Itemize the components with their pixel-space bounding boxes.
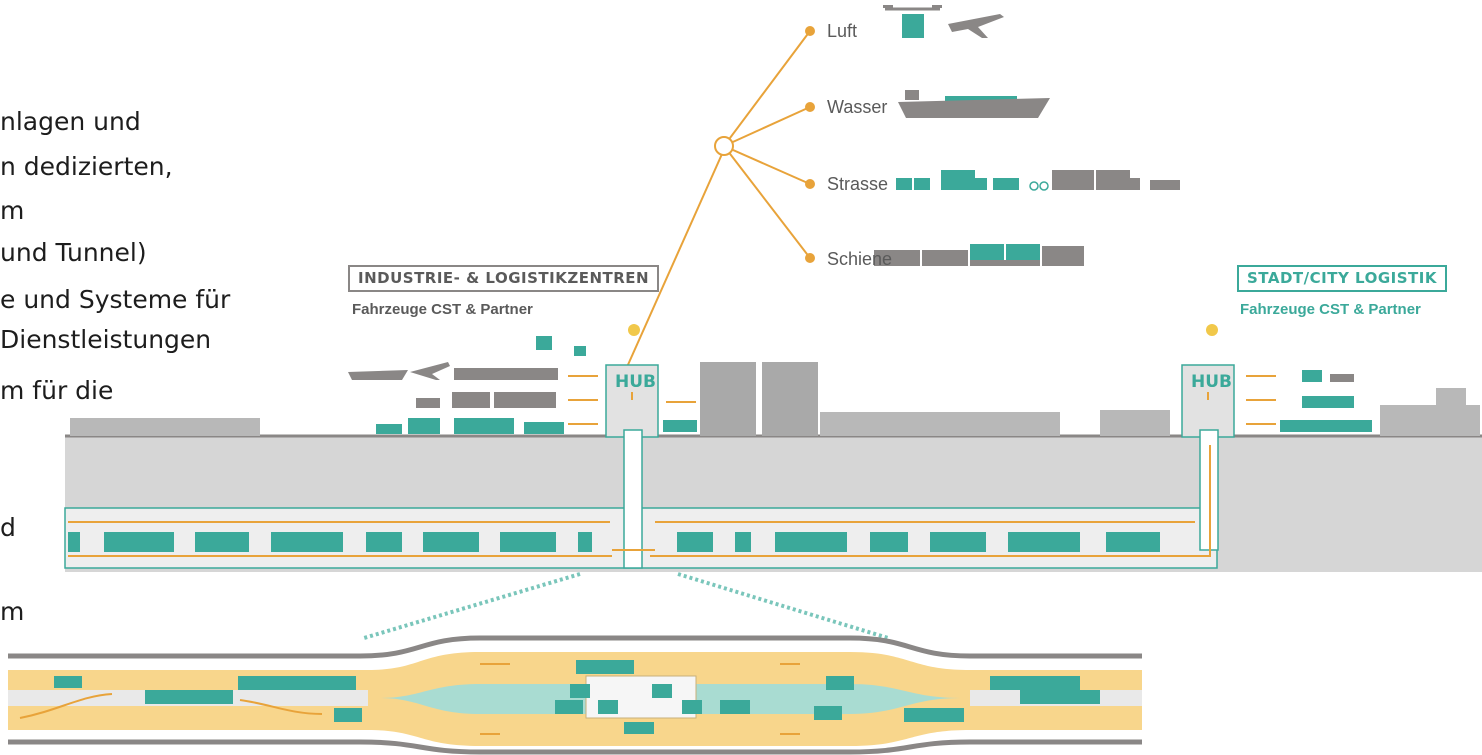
mode-label-schiene: Schiene [827, 249, 893, 269]
trucks-icon [896, 170, 1180, 191]
city-zone-title: STADT/CITY LOGISTIK [1237, 265, 1447, 292]
industry-zone-title: INDUSTRIE- & LOGISTIKZENTREN [348, 265, 660, 292]
hub-label-right: HUB [1191, 372, 1232, 392]
mode-dot-wasser [805, 102, 815, 112]
mode-label-luft: Luft [827, 21, 858, 41]
mode-label-strasse: Strasse [827, 174, 889, 194]
hub-building-left [605, 364, 659, 438]
left-text-line: e und Systeme für [0, 285, 231, 314]
tunnel-detail [8, 635, 1142, 755]
tunnel-pods [68, 532, 1160, 552]
city-vehicles [1280, 370, 1372, 432]
freight-train-icon [874, 244, 1084, 266]
cargo-ship-icon [898, 90, 1050, 118]
left-text-line: nlagen und [0, 107, 141, 136]
flow-arrows [568, 375, 1276, 425]
branch-node [714, 136, 734, 156]
mode-dot-strasse [805, 179, 815, 189]
drone-and-plane-icon [883, 5, 1004, 38]
industry-zone-subtitle: Fahrzeuge CST & Partner [352, 301, 533, 318]
hub-cargo-boxes [663, 420, 697, 432]
left-text-line: m [0, 196, 25, 225]
sun-icon [1206, 324, 1218, 336]
industry-vehicles [348, 336, 586, 434]
left-text-line: d [0, 513, 16, 542]
hub-label-left: HUB [615, 372, 656, 392]
left-text-line: m [0, 597, 25, 626]
city-zone-subtitle: Fahrzeuge CST & Partner [1240, 301, 1421, 318]
sun-icon [628, 324, 640, 336]
left-text-line: und Tunnel) [0, 238, 147, 267]
hub-shaft-left [623, 429, 643, 569]
mode-label-wasser: Wasser [827, 97, 888, 117]
left-text-line: m für die [0, 376, 114, 405]
mode-dot-schiene [805, 253, 815, 263]
left-text-line: n dedizierten, [0, 152, 173, 181]
zoom-indicator-lines [363, 572, 889, 640]
factory-buildings [700, 362, 818, 436]
left-text-line: Dienstleistungen [0, 325, 212, 354]
mode-dot-luft [805, 26, 815, 36]
skyline [70, 388, 1480, 436]
mode-branch-lines [626, 30, 811, 368]
tunnel-overhead-rail [68, 445, 1211, 557]
